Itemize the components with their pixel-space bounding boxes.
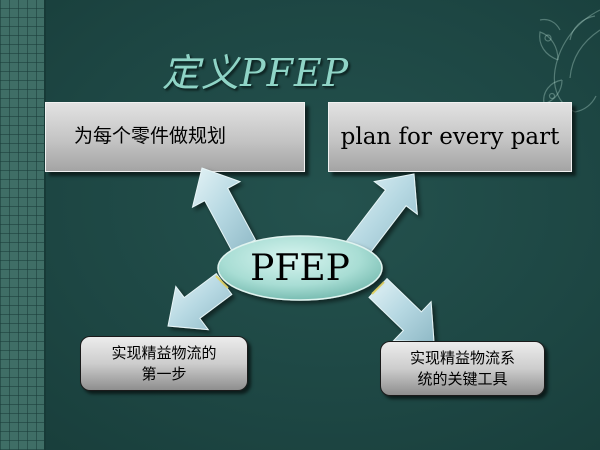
node-top-left-label: 为每个零件做规划 [74,124,227,147]
arrow-up-left [191,167,257,253]
center-node-ellipse [217,235,383,301]
node-top-left: 为每个零件做规划 [45,102,305,172]
arrow-up-right [344,173,418,259]
node-bottom-left-line2: 第一步 [141,364,187,383]
node-bottom-left: 实现精益物流的 第一步 [80,336,248,391]
node-top-right: plan for every part [328,102,572,172]
node-bottom-right-line1: 实现精益物流系 [409,348,515,367]
node-bottom-left-line1: 实现精益物流的 [111,343,217,362]
node-bottom-right: 实现精益物流系 统的关键工具 [380,341,545,396]
node-bottom-right-line2: 统的关键工具 [417,369,508,388]
node-top-right-label: plan for every part [340,124,560,150]
slide-title: 定义PFEP [162,51,350,95]
accent-line-left [215,275,229,289]
arrow-down-right [368,277,435,343]
accent-line-right [371,281,385,295]
left-grid-strip [0,0,46,450]
center-node-label: PFEP [250,247,350,289]
arrow-down-left [167,272,233,331]
